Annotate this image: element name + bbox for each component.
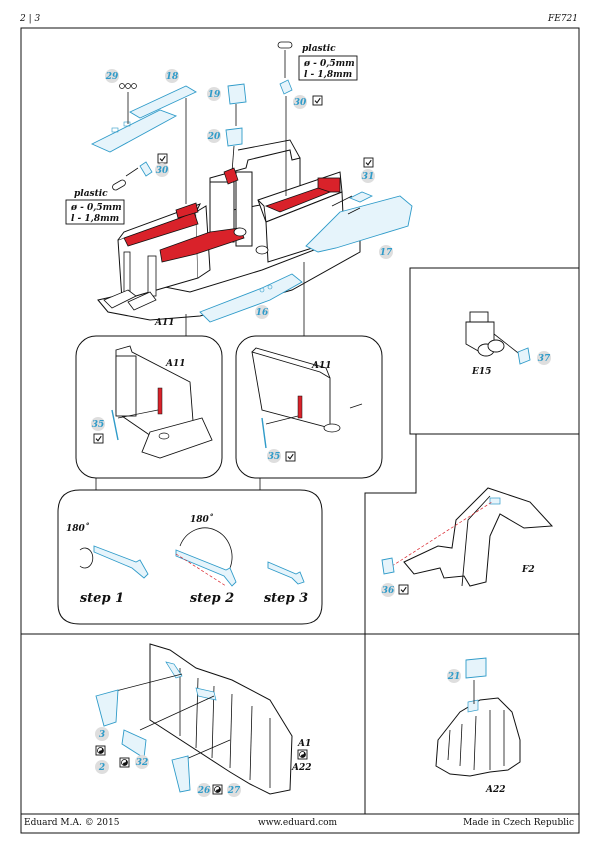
- etch-part-26: [171, 755, 191, 793]
- step-1-drawing: 180˚ step 1: [66, 522, 149, 606]
- step-3-drawing: step 3: [264, 561, 308, 606]
- label-a11-detail1: A11: [165, 359, 186, 369]
- main-assembly-a11: [97, 139, 361, 321]
- page-number: 2 | 3: [20, 14, 41, 24]
- plastic-diameter: ø - 0,5mm: [70, 203, 122, 213]
- part-number-27: 27: [227, 783, 241, 797]
- part-number-20: 20: [207, 129, 221, 143]
- plastic-note-left: plastic ø - 0,5mm l - 1,8mm: [65, 189, 125, 225]
- part-a22-left-drawing: [111, 643, 293, 795]
- etch-part-3: [95, 689, 119, 727]
- plastic-title: plastic: [74, 189, 108, 199]
- part-number-26: 26: [197, 783, 211, 797]
- step-1-label: step 1: [80, 591, 124, 606]
- yin-yang-icon: [297, 749, 308, 760]
- svg-text:30: 30: [294, 98, 307, 108]
- yin-yang-icon: [95, 745, 106, 756]
- svg-text:16: 16: [256, 308, 269, 318]
- label-a22-right: A22: [485, 785, 506, 795]
- footer-website[interactable]: www.eduard.com: [258, 818, 338, 828]
- svg-text:32: 32: [136, 758, 149, 768]
- detail-left-drawing: [111, 345, 213, 459]
- outer-frame: [20, 27, 580, 834]
- svg-text:37: 37: [538, 354, 551, 364]
- check-icon: [285, 451, 296, 462]
- check-icon: [363, 157, 374, 168]
- part-number-29: 29: [105, 69, 119, 83]
- svg-text:27: 27: [227, 786, 241, 796]
- plastic-length: l - 1,8mm: [71, 214, 119, 224]
- svg-text:35: 35: [268, 452, 281, 462]
- part-number-30a: 30: [293, 95, 307, 109]
- angle-label: 180˚: [190, 513, 214, 525]
- part-number-30b: 30: [155, 163, 169, 177]
- part-e15-drawing: [465, 311, 531, 365]
- part-number-32: 32: [135, 755, 149, 769]
- part-number-16: 16: [255, 305, 269, 319]
- check-icon: [93, 433, 104, 444]
- part-number-2: 2: [95, 760, 109, 774]
- part-number-21: 21: [447, 669, 461, 683]
- kit-code: FE721: [548, 14, 578, 24]
- part-number-18: 18: [165, 69, 179, 83]
- svg-text:18: 18: [166, 72, 179, 82]
- part-number-37: 37: [537, 351, 551, 365]
- label-f2: F2: [521, 565, 535, 575]
- plastic-rod-top: [277, 41, 293, 196]
- label-e15: E15: [471, 367, 491, 377]
- etch-part-18: [129, 85, 197, 204]
- step-3-label: step 3: [264, 591, 308, 606]
- label-a1: A1: [297, 739, 311, 749]
- etch-part-16: [199, 273, 303, 323]
- etch-part-17: [305, 195, 413, 253]
- panel-f2-border: [364, 433, 579, 634]
- step-2-drawing: 180˚ step 2: [175, 513, 237, 606]
- part-f2-drawing: [381, 487, 554, 587]
- label-a22-left: A22: [291, 763, 312, 773]
- part-number-35a: 35: [91, 417, 105, 431]
- angle-label: 180˚: [66, 522, 90, 534]
- label-a11-detail2: A11: [311, 361, 332, 371]
- svg-text:29: 29: [105, 72, 119, 82]
- check-icon: [157, 153, 168, 164]
- plastic-note-top: plastic ø - 0,5mm l - 1,8mm: [298, 44, 358, 81]
- part-number-31: 31: [361, 169, 375, 183]
- part-number-36: 36: [381, 583, 395, 597]
- svg-text:31: 31: [362, 172, 375, 182]
- part-number-3: 3: [95, 727, 109, 741]
- etch-part-32: [121, 729, 147, 759]
- svg-text:2: 2: [98, 763, 105, 773]
- footer-copyright: Eduard M.A. © 2015: [24, 818, 120, 828]
- plastic-diameter: ø - 0,5mm: [303, 59, 355, 69]
- plastic-title: plastic: [302, 44, 336, 54]
- etch-part-31: [331, 191, 373, 207]
- svg-text:26: 26: [197, 786, 211, 796]
- footer-origin: Made in Czech Republic: [463, 818, 574, 828]
- svg-text:36: 36: [382, 586, 395, 596]
- svg-text:17: 17: [380, 248, 393, 258]
- yin-yang-icon: [212, 784, 223, 795]
- step-2-label: step 2: [190, 591, 234, 606]
- yin-yang-icon: [119, 757, 130, 768]
- detail-right-drawing: [251, 347, 363, 449]
- part-a22-right-drawing: [435, 657, 521, 777]
- part-number-35b: 35: [267, 449, 281, 463]
- plastic-length: l - 1,8mm: [304, 70, 352, 80]
- part-number-17: 17: [379, 245, 393, 259]
- check-icon: [398, 584, 409, 595]
- check-icon: [312, 95, 323, 106]
- part-number-19: 19: [207, 87, 221, 101]
- etch-part-20: [223, 127, 243, 185]
- etch-part-29: [90, 83, 178, 153]
- svg-text:21: 21: [447, 672, 461, 682]
- svg-text:3: 3: [99, 730, 105, 740]
- svg-text:30: 30: [156, 166, 169, 176]
- svg-text:35: 35: [92, 420, 105, 430]
- etch-part-19: [227, 83, 247, 126]
- plastic-rod-left: [112, 161, 153, 191]
- svg-text:20: 20: [207, 132, 221, 142]
- svg-text:19: 19: [208, 90, 221, 100]
- label-a11-main: A11: [154, 318, 175, 328]
